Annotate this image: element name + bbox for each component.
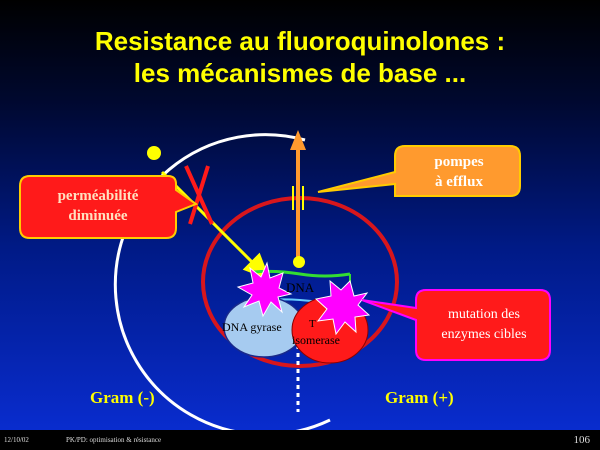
slide-title-line2: les mécanismes de base ... [133,58,467,88]
efflux-arrow-head [290,130,306,150]
dna-label: DNA [286,280,315,295]
gram-positive-label: Gram (+) [385,388,454,407]
mutation-burst-left [236,261,293,318]
efflux-line1: pompes [434,154,484,170]
efflux-line2: à efflux [435,174,483,190]
topo-label-line1: T [309,318,316,330]
callout-efflux-box [317,145,521,197]
callout-permeability-box [19,175,199,239]
page-number: 106 [573,434,591,446]
permeability-line1: perméabilité [57,188,139,204]
mutation-line2: enzymes cibles [441,327,527,342]
topo-label-line2: isomerase [292,333,340,347]
footer-course: PK/PD: optimisation & résistance [66,436,162,444]
blocked-cross-stroke2 [188,165,210,225]
drug-entry-arrow [160,170,271,281]
footer-bar [0,430,600,450]
callout-mutation-box [361,289,551,361]
footer-date: 12/10/02 [4,436,29,444]
drug-molecule-inside [293,256,305,268]
slide-title-line1: Resistance au fluoroquinolones : [94,26,506,56]
drug-molecule-outside [147,146,161,160]
permeability-line2: diminuée [68,208,128,224]
callout-permeability: perméabilité diminuée [22,186,174,226]
callout-mutation: mutation des enzymes cibles [418,305,550,345]
mutation-line1: mutation des [448,307,520,322]
gram-negative-label: Gram (-) [90,388,155,407]
gyrase-label: DNA gyrase [222,320,282,334]
mutation-burst-right [314,279,371,336]
callout-efflux: pompes à efflux [400,152,518,192]
